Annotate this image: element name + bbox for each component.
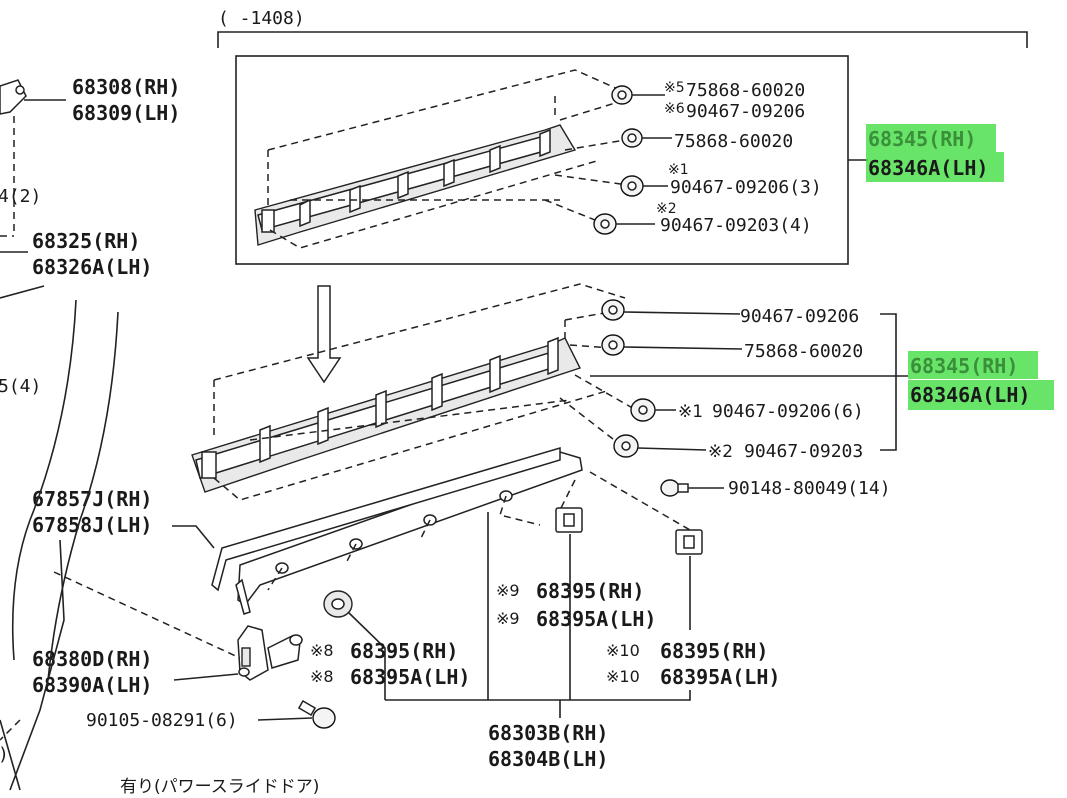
clip-8-drawing — [323, 590, 353, 618]
bracket-lh: 68309(LH) — [72, 101, 180, 125]
fastener-3-mark: ※1 — [678, 402, 703, 422]
top-assembly-lh: 68346A(LH) — [868, 156, 988, 180]
callout-top-3-part: 75868-60020 — [674, 131, 793, 152]
leader-cover — [172, 525, 215, 549]
clip8-rh: 68395(RH) — [350, 639, 458, 663]
left-bracket-drawing — [0, 79, 27, 115]
low-assembly-lh: 68346A(LH) — [910, 383, 1030, 407]
fastener-4-part: 90467-09203 — [744, 441, 863, 462]
highlight-top-lh — [866, 152, 1004, 182]
rail-lh: 68304B(LH) — [488, 747, 608, 771]
roller-rh: 68325(RH) — [32, 229, 140, 253]
hinge-dash — [53, 571, 241, 659]
fastener-5-part: 90148-80049(14) — [728, 478, 891, 499]
fastener-1-part: 90467-09206 — [740, 306, 859, 327]
fastener-2-part: 75868-60020 — [744, 341, 863, 362]
lower-fastener-2 — [601, 334, 625, 356]
clip10-mark: ※10 — [606, 641, 640, 660]
lower-step-rail — [235, 451, 583, 615]
fastener-4-mark: ※2 — [708, 442, 733, 462]
leader-low-4 — [637, 447, 707, 451]
clip-10-drawing — [675, 529, 703, 555]
callout-top-4-mark: ※1 — [668, 162, 689, 178]
callout-top-2-mark: ※6 — [664, 101, 685, 117]
lower-fastener-4 — [613, 434, 639, 458]
clip10-mark-lh: ※10 — [606, 667, 640, 686]
bolt-drawing — [297, 700, 336, 729]
top-fastener-1 — [611, 85, 633, 105]
callout-top-5-part: 90467-09203(4) — [660, 215, 812, 236]
rail-bracket — [385, 690, 691, 701]
leader-bolt — [257, 717, 313, 721]
roller-lh: 68326A(LH) — [32, 255, 152, 279]
top-fastener-2 — [621, 128, 643, 148]
clip9-lh: 68395A(LH) — [536, 607, 656, 631]
bolt-part: 90105-08291(6) — [86, 710, 238, 731]
clip9-rh: 68395(RH) — [536, 579, 644, 603]
hinge-bracket-drawing — [237, 625, 303, 681]
lower-fastener-1 — [601, 299, 625, 321]
clip9-mark-lh: ※9 — [496, 609, 520, 628]
range-bracket — [217, 31, 1028, 48]
callout-top-4-part: 90467-09206(3) — [670, 177, 822, 198]
hinge-lh: 68390A(LH) — [32, 673, 152, 697]
cover-rh: 67857J(RH) — [32, 487, 152, 511]
highlight-low-lh — [908, 380, 1054, 410]
leader-low-1 — [623, 311, 741, 315]
leader-low-2 — [623, 346, 743, 350]
highlight-low-rh — [908, 351, 1038, 379]
partial-label-3: ) — [0, 744, 9, 765]
lower-fastener-5 — [660, 479, 689, 497]
callout-top-1-part: 75868-60020 — [686, 80, 805, 101]
clip10-lh: 68395A(LH) — [660, 665, 780, 689]
clip9-mark: ※9 — [496, 581, 520, 600]
cover-lh: 67858J(LH) — [32, 513, 152, 537]
callout-top-1-mark: ※5 — [664, 80, 685, 96]
callout-top-2-part: 90467-09206 — [686, 101, 805, 122]
clip8-mark: ※8 — [310, 641, 334, 660]
range-label: ( -1408) — [218, 8, 305, 29]
clip8-lh: 68395A(LH) — [350, 665, 470, 689]
top-fastener-4 — [593, 213, 617, 235]
top-assembly-rh: 68345(RH) — [868, 127, 976, 151]
body-panel-outline — [0, 285, 119, 791]
lower-bracket-right — [880, 313, 897, 451]
rail-rh: 68303B(RH) — [488, 721, 608, 745]
footnote: 有り(パワースライドドア) — [120, 777, 319, 797]
side-cover — [211, 446, 561, 592]
arrow-down-icon — [306, 285, 342, 384]
leader-clip8 — [347, 611, 386, 700]
fastener-3-part: 90467-09206(6) — [712, 401, 864, 422]
bracket-rh: 68308(RH) — [72, 75, 180, 99]
partial-label-2: 5(4) — [0, 376, 41, 397]
lower-rail-drawing — [191, 283, 691, 545]
partial-label-1: 4(2) — [0, 186, 41, 207]
clip8-mark-lh: ※8 — [310, 667, 334, 686]
callout-top-5-mark: ※2 — [656, 201, 677, 217]
lower-fastener-3 — [630, 398, 656, 422]
top-fastener-3 — [620, 175, 644, 197]
clip-9-drawing — [555, 507, 583, 533]
clip10-rh: 68395(RH) — [660, 639, 768, 663]
top-rail-drawing — [254, 69, 629, 249]
highlight-top-rh — [866, 124, 996, 152]
leader-hinge — [173, 673, 239, 681]
low-assembly-rh: 68345(RH) — [910, 354, 1018, 378]
